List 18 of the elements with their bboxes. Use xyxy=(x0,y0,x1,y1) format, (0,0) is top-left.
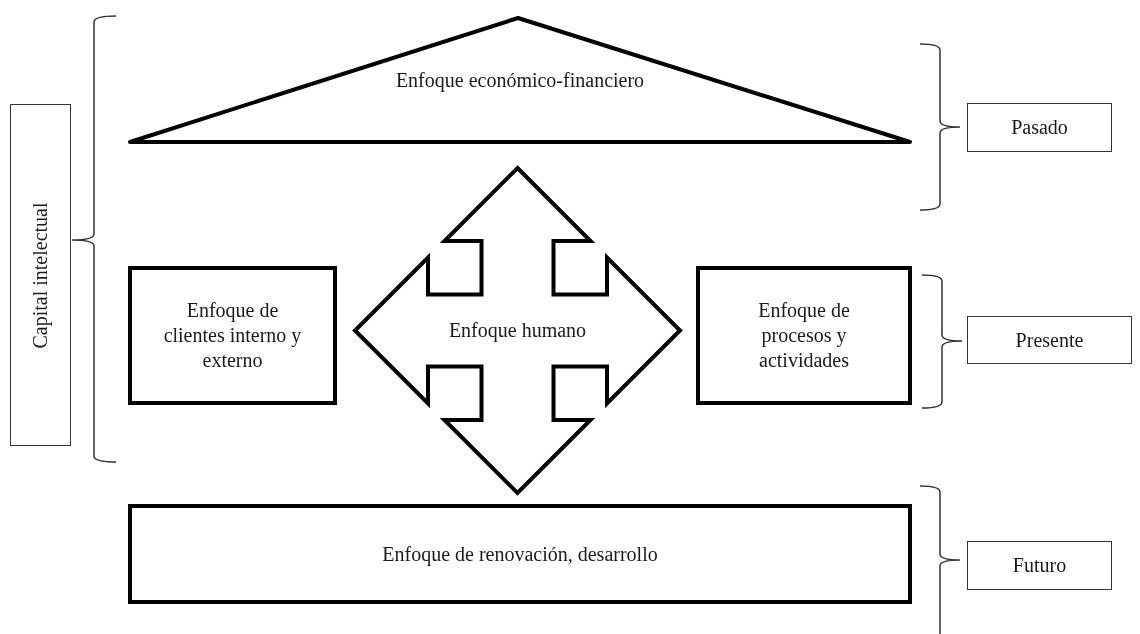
process-box xyxy=(128,504,912,604)
node-label: Enfoque de clientes interno y externo xyxy=(162,298,303,373)
node-label: Pasado xyxy=(1011,115,1068,140)
node-label: Enfoque humano xyxy=(448,318,587,343)
label-box xyxy=(967,541,1112,590)
process-box xyxy=(696,266,912,405)
node-label: Enfoque de procesos y actividades xyxy=(757,298,851,373)
process-box xyxy=(128,266,337,405)
node-label: Presente xyxy=(1015,327,1084,353)
triangle-roof xyxy=(128,16,912,144)
label-box xyxy=(967,316,1132,364)
cross-callout-shape xyxy=(355,168,680,493)
label-box xyxy=(10,104,71,446)
node-label: Enfoque de renovación, desarrollo xyxy=(382,541,658,567)
label-box xyxy=(967,103,1112,152)
node-label: Futuro xyxy=(1012,553,1067,578)
node-label: Enfoque económico-financiero xyxy=(395,68,645,93)
node-label: Capital intelectual xyxy=(28,201,53,349)
